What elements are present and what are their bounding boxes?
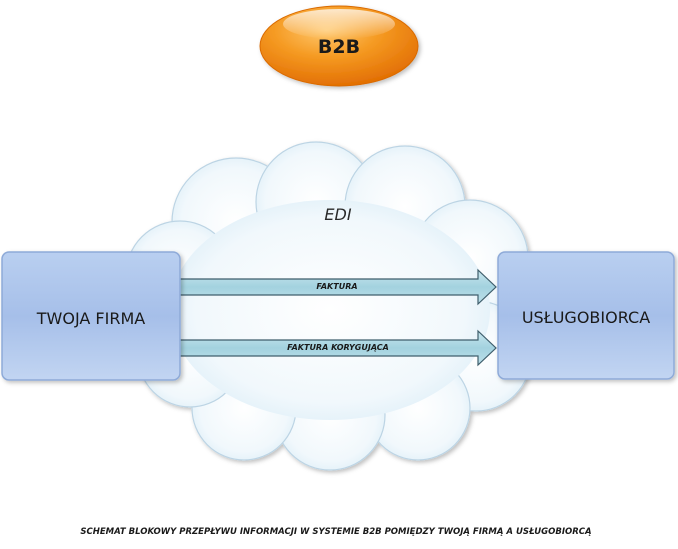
arrow-faktura-korygujaca-shape — [177, 329, 497, 367]
arrow-faktura-label: FAKTURA — [316, 282, 357, 291]
edi-label: EDI — [324, 205, 351, 224]
arrow-faktura-shape — [177, 268, 497, 306]
b2b-badge-label: B2B — [318, 36, 360, 58]
twoja-firma-box: TWOJA FIRMA — [1, 251, 181, 381]
edi-cloud: EDI — [125, 141, 532, 471]
uslugobiorca-box-shape — [497, 251, 675, 380]
twoja-firma-label: TWOJA FIRMA — [36, 309, 146, 328]
b2b-badge: B2B — [259, 5, 419, 87]
uslugobiorca-box: USŁUGOBIORCA — [497, 251, 675, 380]
arrow-faktura-korygujaca-label: FAKTURA KORYGUJĄCA — [287, 343, 389, 352]
arrow-faktura: FAKTURA — [177, 268, 497, 306]
b2b-badge-shine — [283, 9, 395, 39]
twoja-firma-box-shape — [1, 251, 181, 381]
arrow-faktura-korygujaca: FAKTURA KORYGUJĄCA — [177, 329, 497, 367]
uslugobiorca-label: USŁUGOBIORCA — [522, 308, 650, 327]
diagram-caption: SCHEMAT BLOKOWY PRZEPŁYWU INFORMACJI W S… — [80, 527, 591, 537]
